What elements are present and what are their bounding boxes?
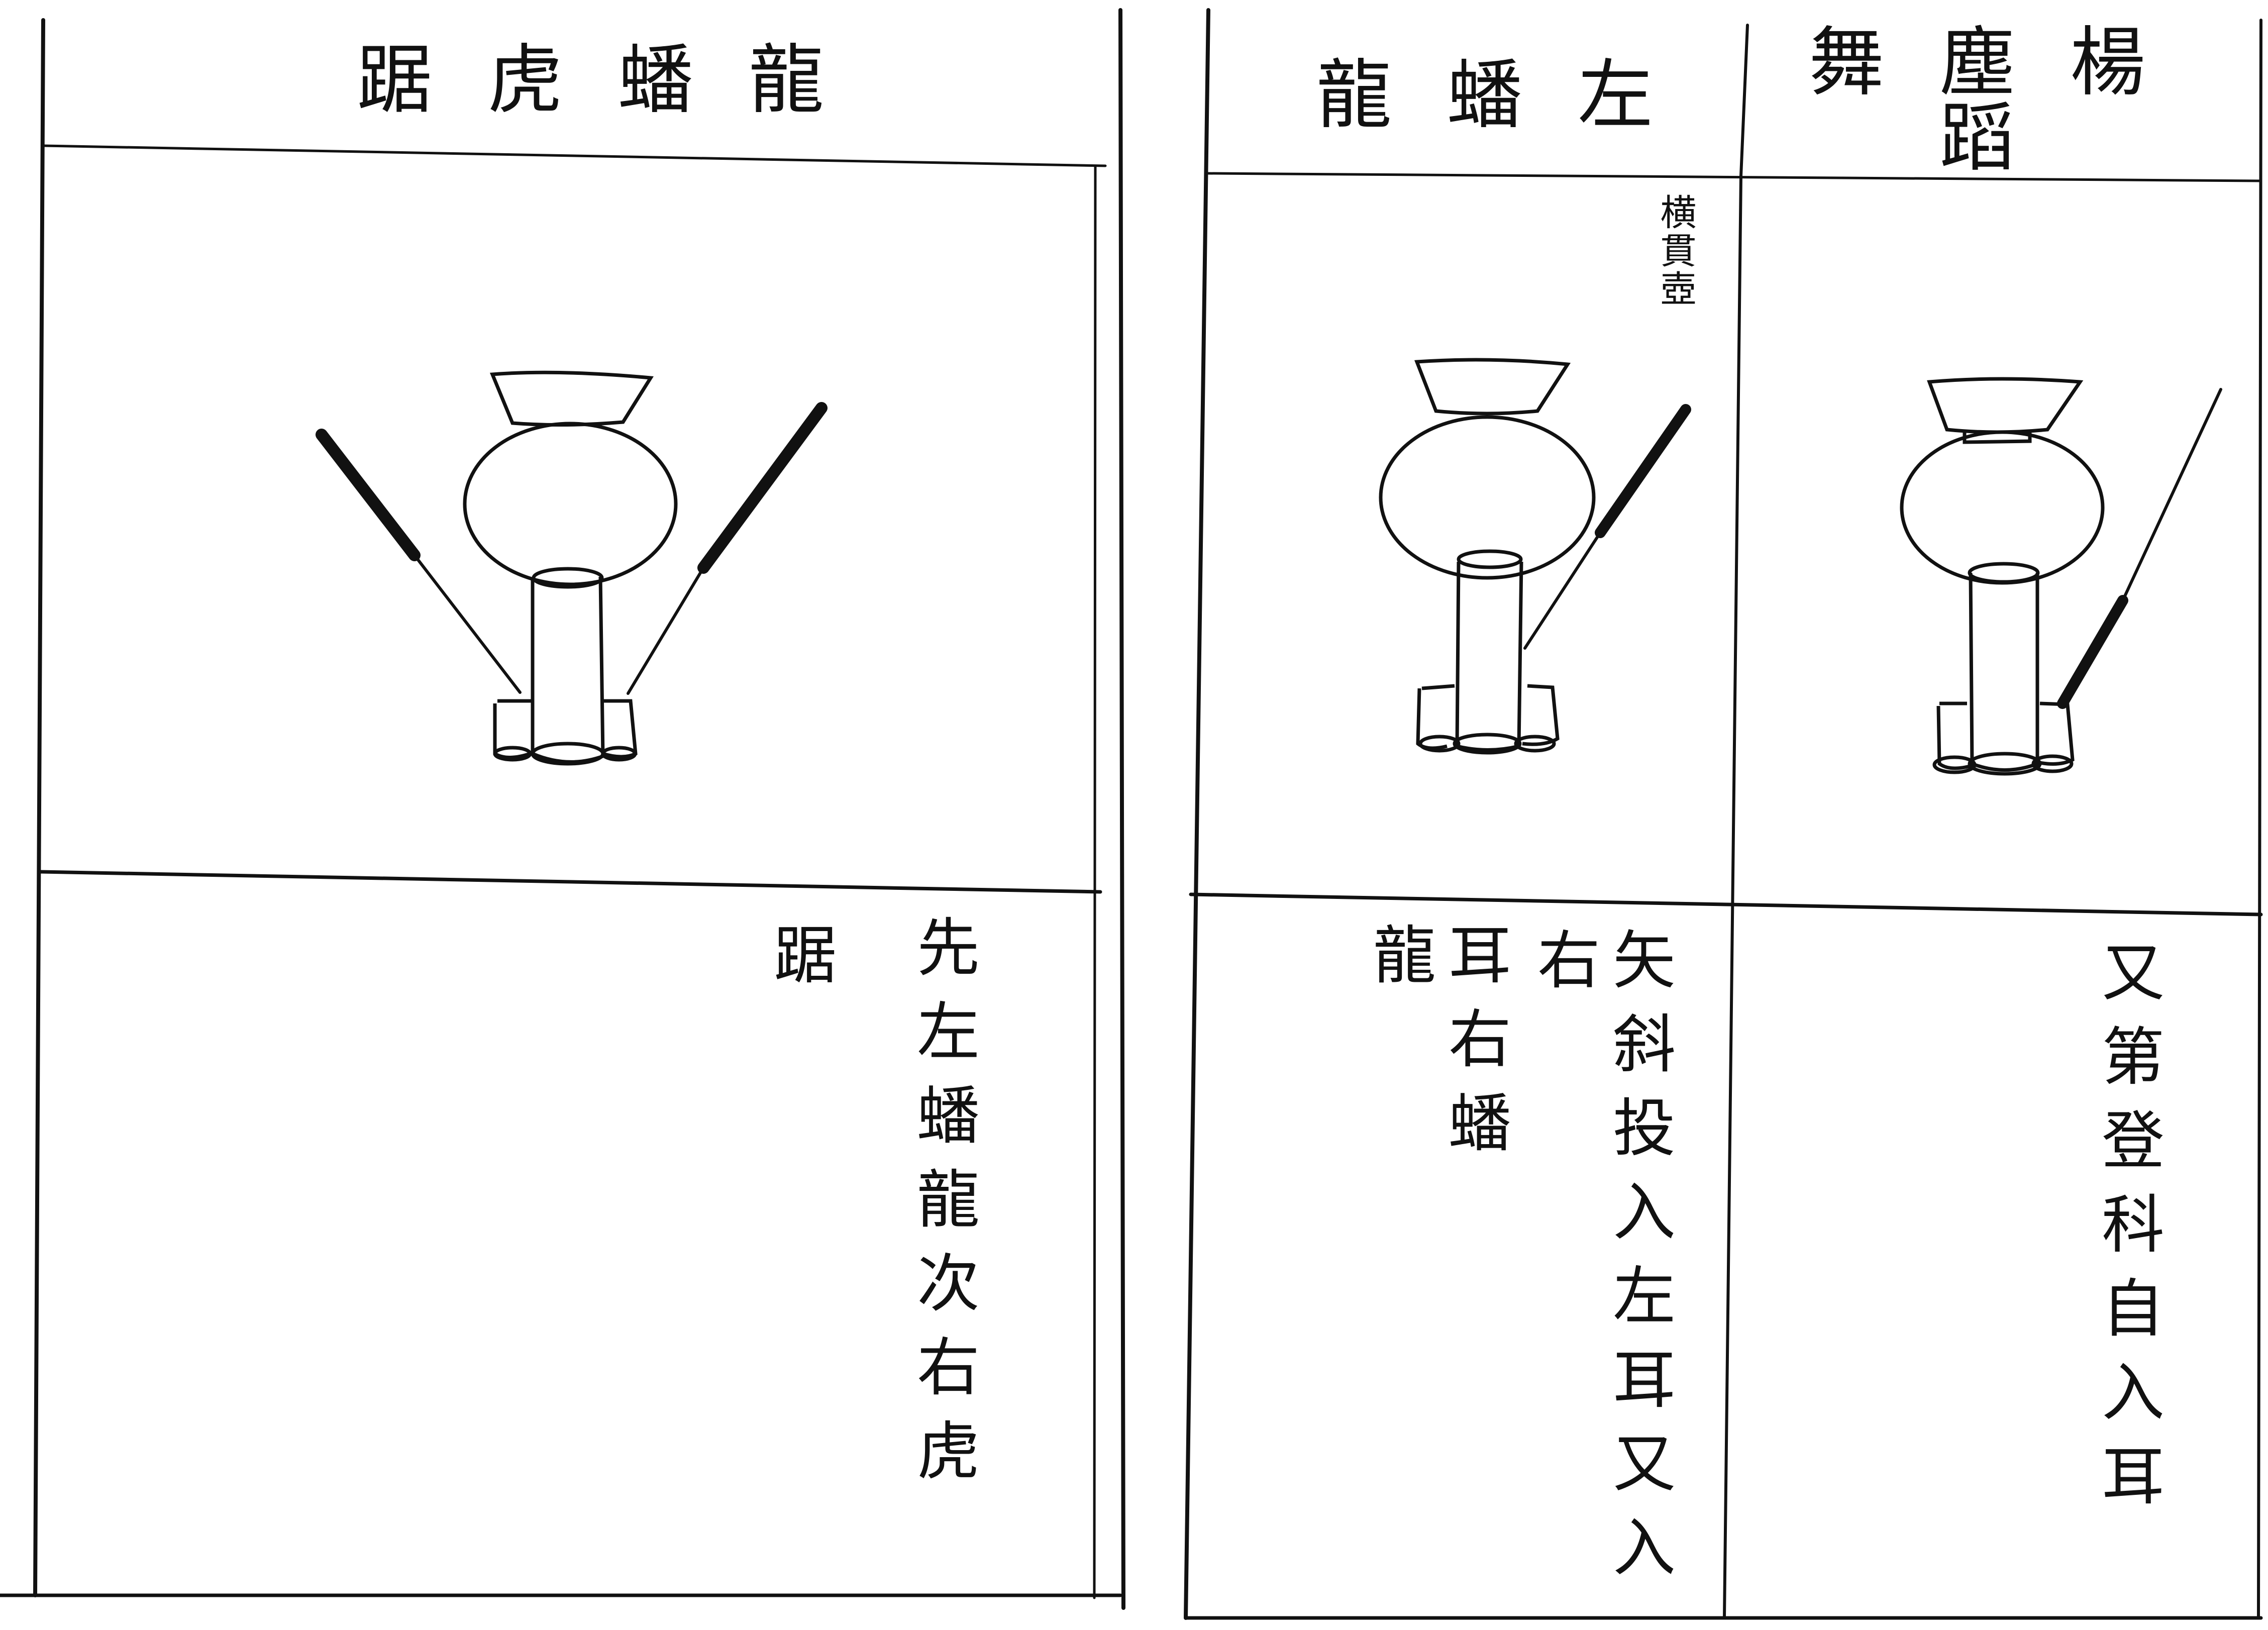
panel-2-description-column-2: 耳右蟠龍 xyxy=(1362,922,1510,1174)
arrow-illustration-1 xyxy=(316,402,828,695)
panel-annotation-2: 横貫壺 xyxy=(1654,193,1696,308)
panel-title-2: 左蟠龍 xyxy=(1316,52,1709,139)
panel-1-description-column-2: 踞 xyxy=(763,922,836,1006)
arrow-illustration-2 xyxy=(1523,404,1691,650)
vessel-illustration-2 xyxy=(1379,358,1596,755)
panel-1-description-column-1: 先左蟠龍次右虎 xyxy=(906,914,979,1502)
panel-2-description-column-1: 矢斜投入左耳又入右 xyxy=(1526,927,1675,1598)
vessel-illustration-3 xyxy=(1900,377,2105,776)
panel-3-description-column-1: 又第登科自入耳 xyxy=(2091,940,2163,1527)
arrow-illustration-3 xyxy=(2057,388,2222,709)
vessel-illustration-1 xyxy=(463,370,678,766)
panel-title-3: 楊塵舞蹈 xyxy=(1808,19,2201,182)
panel-title-1: 龍蟠虎踞 xyxy=(357,37,880,124)
